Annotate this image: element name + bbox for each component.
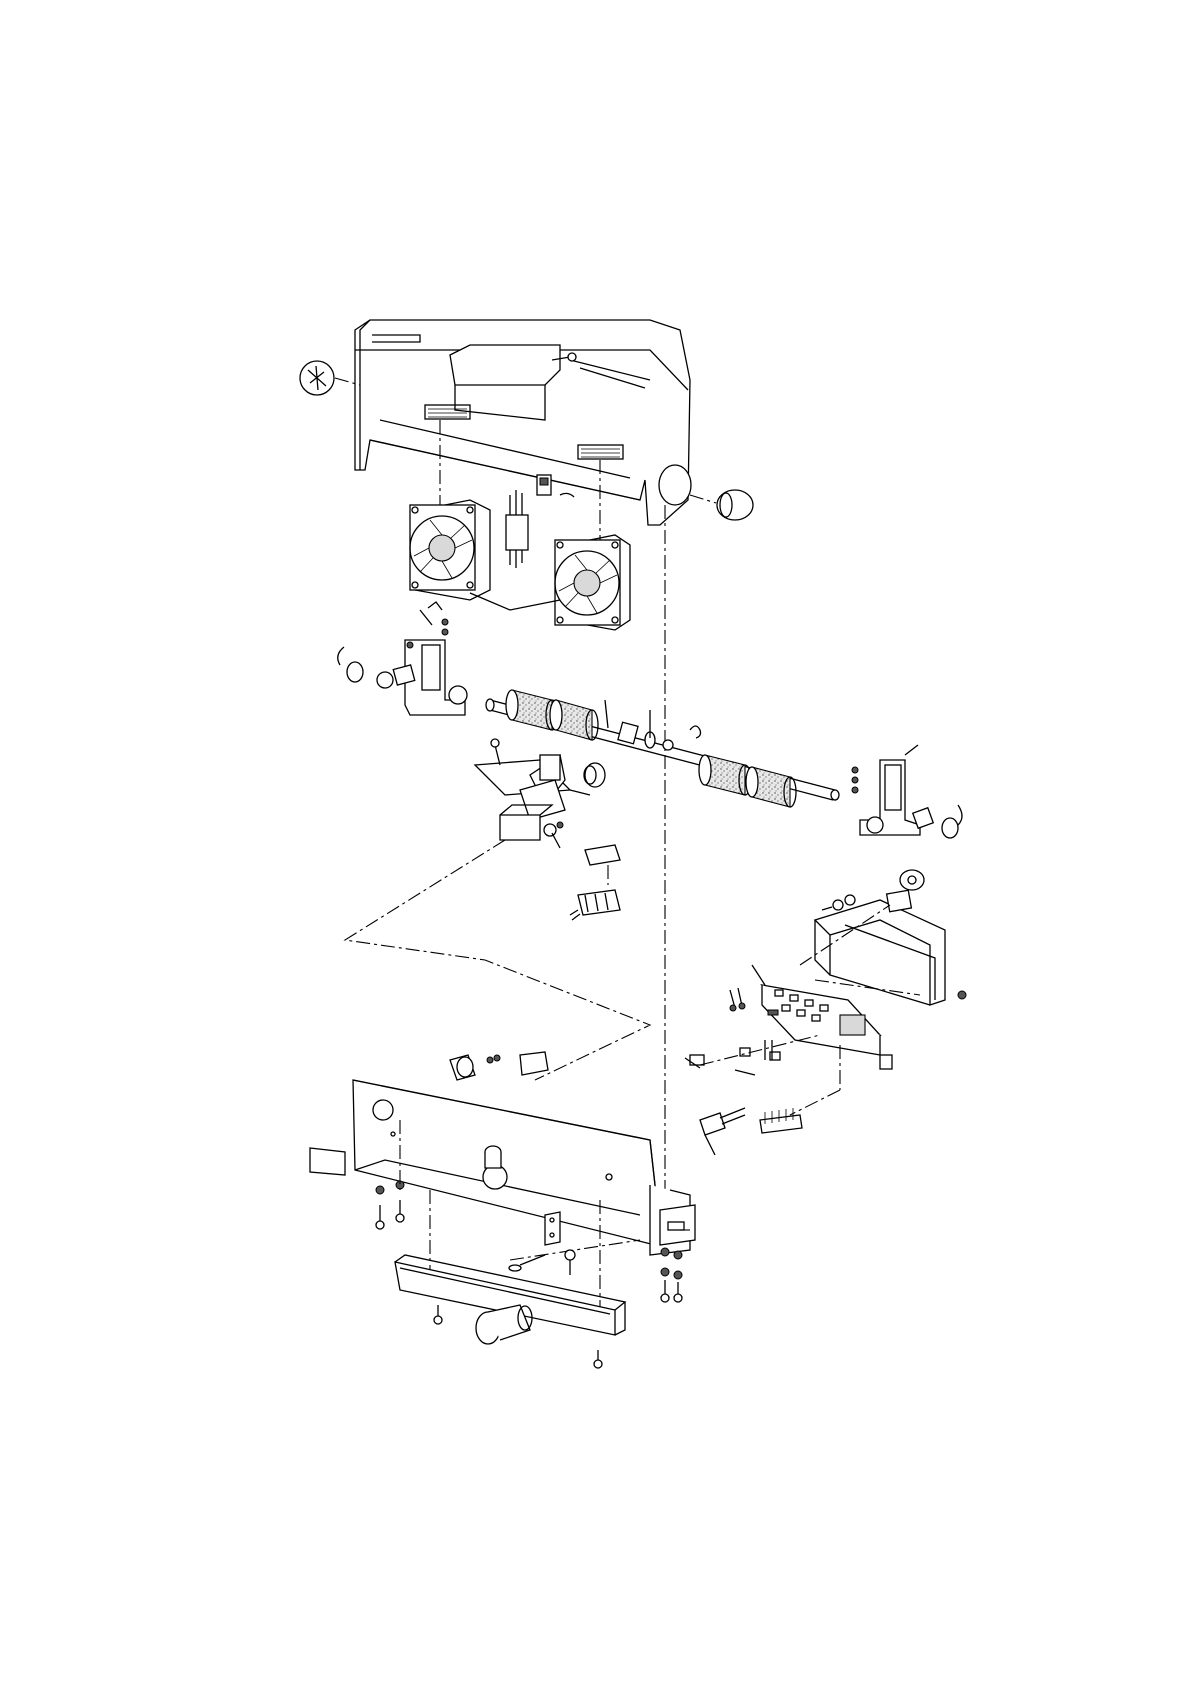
fan-left xyxy=(410,500,490,600)
roller-left-2 xyxy=(550,700,598,740)
fan-right xyxy=(555,535,630,630)
solenoid-bracket-assembly xyxy=(475,739,620,920)
roller-shaft-assembly xyxy=(338,602,962,838)
routing-line-left xyxy=(345,840,650,1080)
top-cover-assembly xyxy=(300,320,753,525)
base-frame-panel xyxy=(310,1052,745,1330)
panel-screws-right xyxy=(661,1248,682,1302)
control-board-housing xyxy=(685,870,966,1133)
roller-right-1 xyxy=(699,755,751,795)
roller-right-2 xyxy=(746,767,796,807)
